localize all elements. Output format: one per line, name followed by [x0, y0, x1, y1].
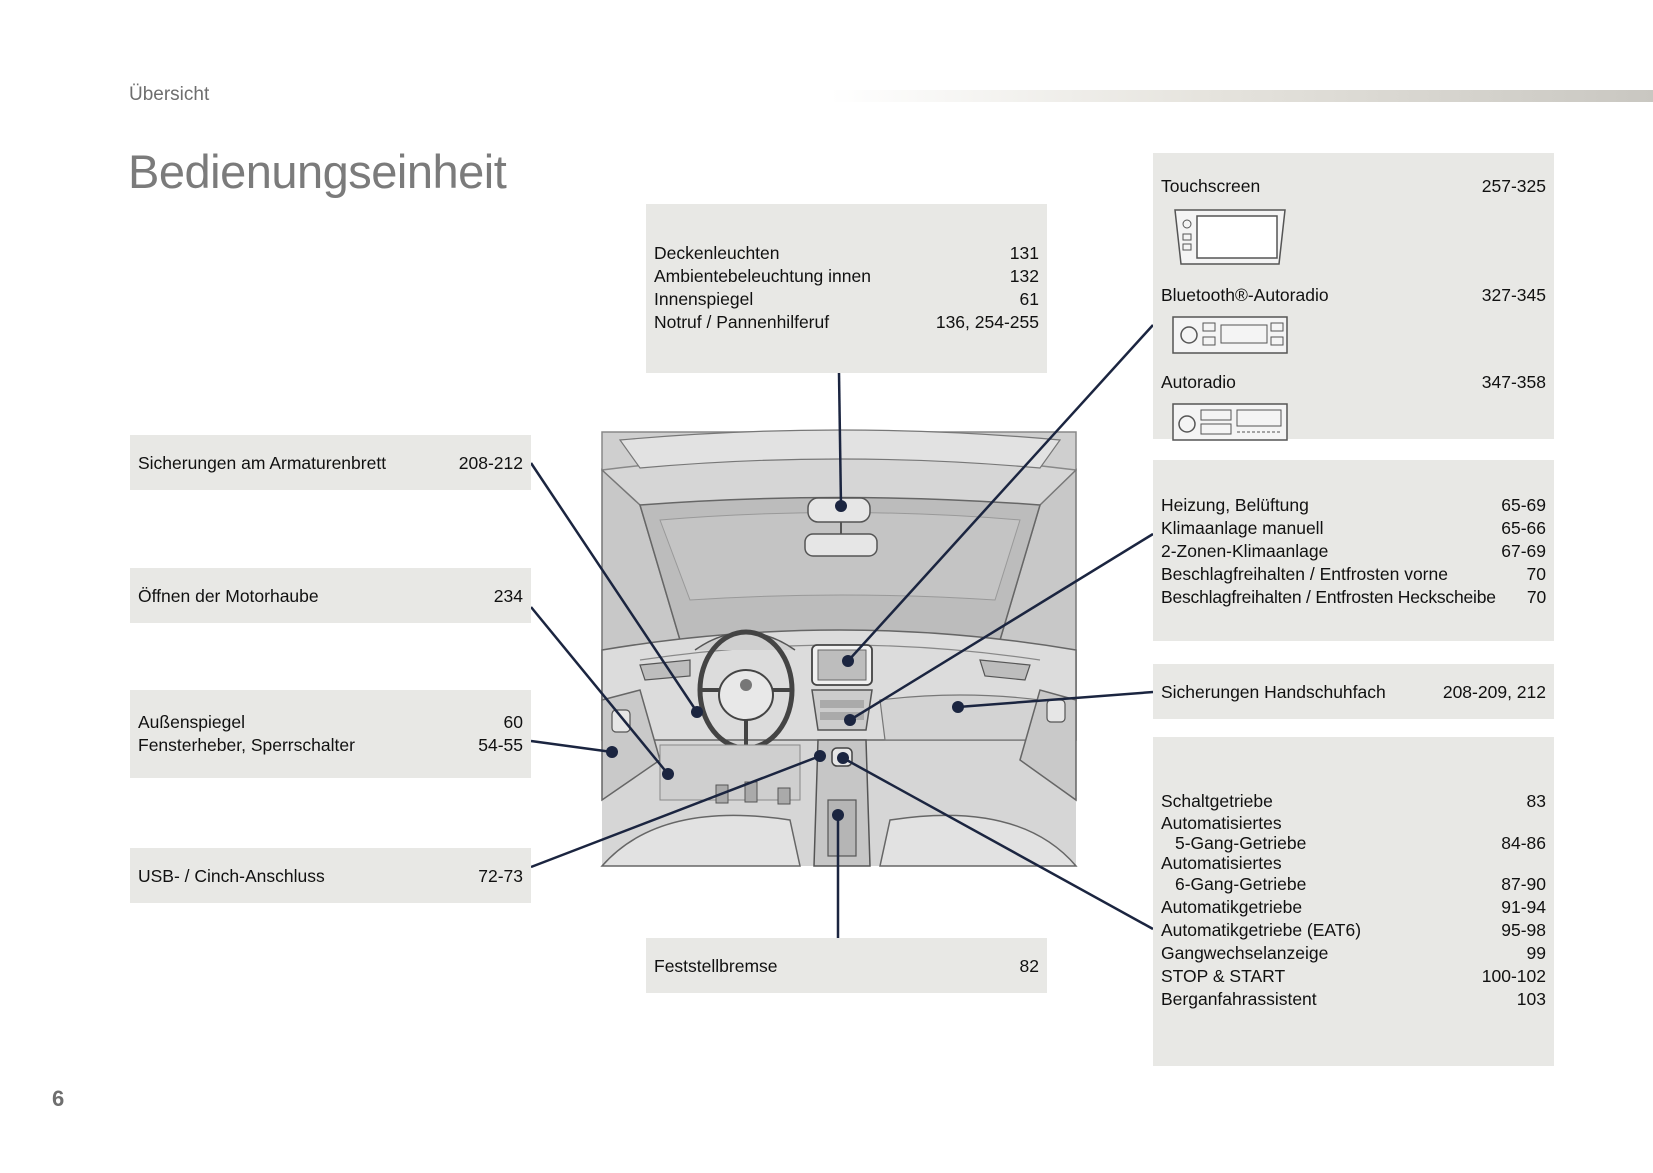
- bluetooth-radio-icon: [1172, 316, 1288, 354]
- section-label: Übersicht: [129, 84, 210, 105]
- page-title: Bedienungseinheit: [128, 145, 507, 198]
- list-item: Automatisiertes: [1161, 853, 1282, 873]
- touchscreen-icon: [1174, 209, 1286, 265]
- header-divider: [830, 90, 1653, 102]
- car-radio-icon: [1172, 403, 1288, 441]
- list-item: Automatikgetriebe (EAT6)95-98: [1161, 920, 1546, 940]
- list-item: Beschlagfreihalten / Entfrosten Hecksche…: [1161, 587, 1546, 607]
- car-dashboard-illustration: [600, 429, 1078, 867]
- list-item: Automatisiertes: [1161, 813, 1282, 833]
- page-number: 6: [52, 1086, 65, 1111]
